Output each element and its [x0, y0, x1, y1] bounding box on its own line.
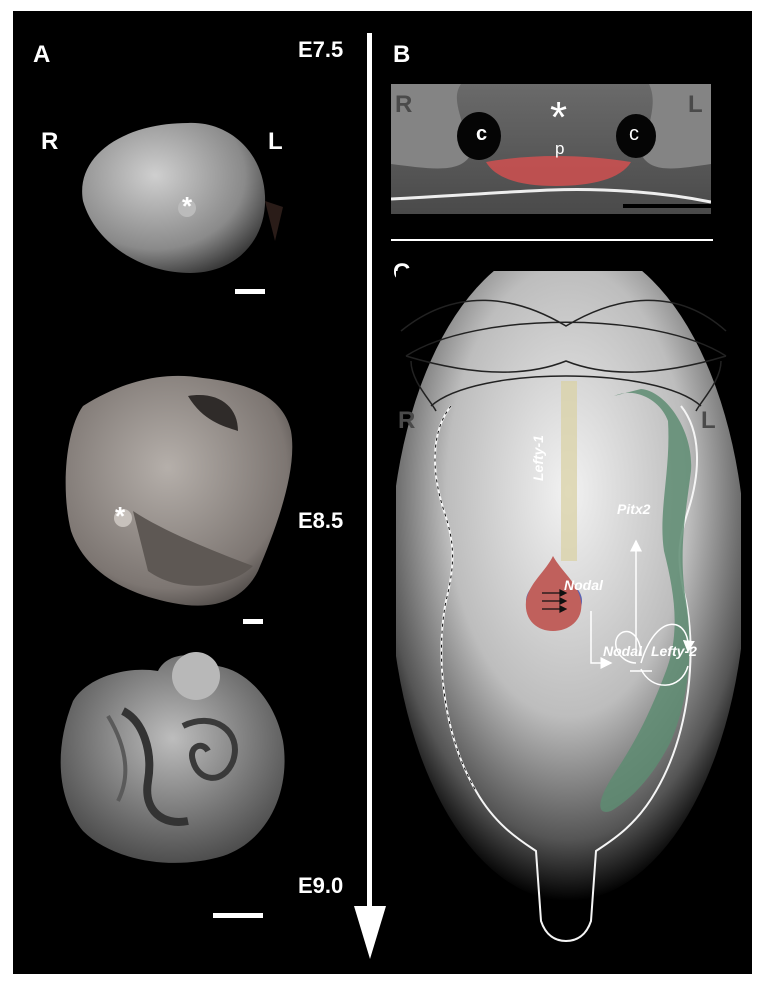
nodal-flow-arrows [542, 590, 566, 612]
gene-lefty2: Lefty-2 [651, 643, 697, 659]
label-right-a: R [41, 128, 58, 156]
node-marker-b: * [550, 93, 567, 143]
stage-e90: E9.0 [298, 873, 343, 899]
panel-a-images [13, 11, 373, 974]
node-marker-a2: * [115, 501, 125, 532]
pit-label: p [555, 139, 564, 159]
crown-cell-left: c [476, 123, 487, 146]
gene-pitx2: Pitx2 [617, 501, 650, 517]
panel-label-b: B [393, 41, 410, 69]
lefty1-domain [561, 381, 577, 561]
scale-bar-a2 [243, 619, 263, 624]
label-right-c: R [398, 407, 415, 435]
panel-label-a: A [33, 41, 50, 69]
embryo-e85 [66, 376, 293, 606]
stage-e85: E8.5 [298, 508, 343, 534]
scale-bar-b [623, 204, 711, 208]
timeline-arrow [345, 11, 395, 974]
stage-e75: E7.5 [298, 37, 343, 63]
gene-nodal-lpm: Nodal [603, 643, 642, 659]
label-left-a: L [268, 128, 283, 156]
node-marker-a1: * [182, 191, 192, 222]
label-left-b: L [688, 91, 703, 119]
panel-divider [391, 239, 713, 241]
scale-bar-a1 [235, 289, 265, 294]
gene-nodal-node: Nodal [564, 577, 603, 593]
figure: A R L * * E7.5 E8.5 E9.0 B R L * c c p C [13, 11, 752, 974]
scale-bar-a3 [213, 913, 263, 918]
gene-lefty1: Lefty-1 [530, 435, 546, 481]
embryo-e90 [61, 652, 285, 863]
panel-c-diagram [396, 271, 741, 951]
label-left-c: L [701, 407, 716, 435]
crown-cell-right: c [629, 123, 639, 146]
label-right-b: R [395, 91, 412, 119]
